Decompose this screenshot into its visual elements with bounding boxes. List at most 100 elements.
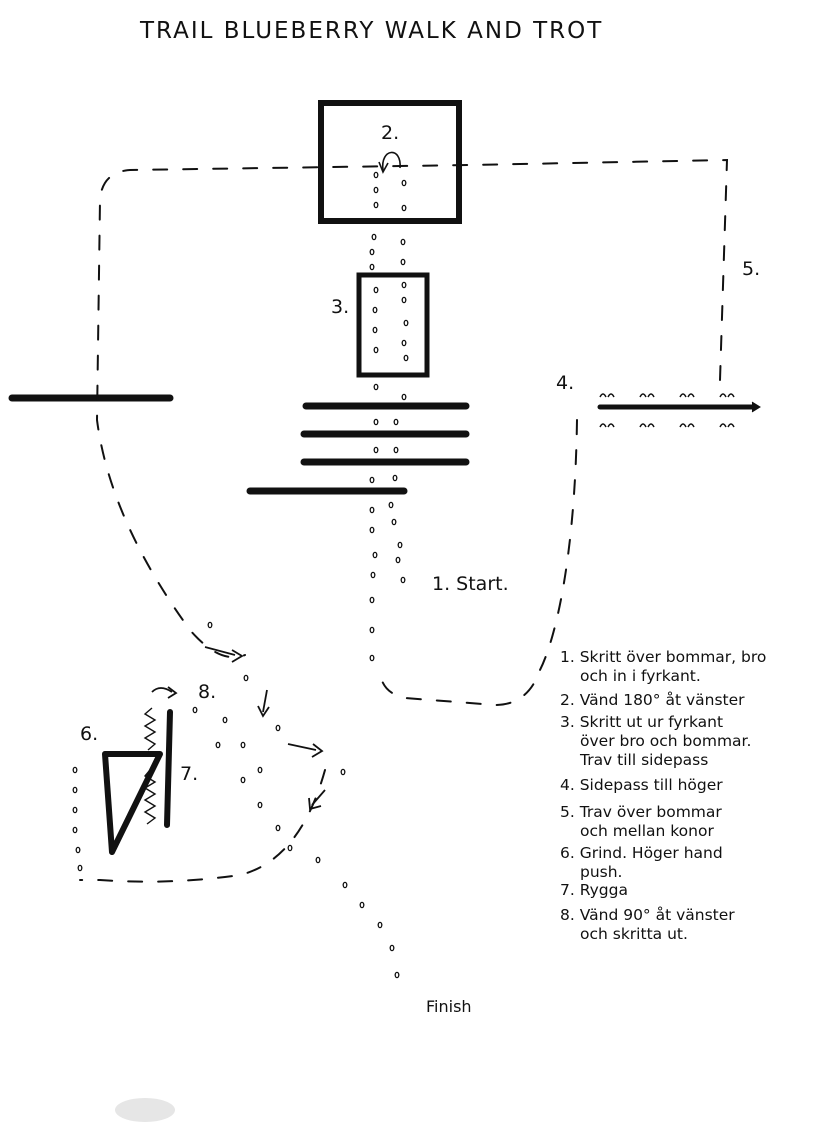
hoofprint-dot (373, 418, 379, 426)
marker-5: 5. (742, 258, 760, 280)
hoofprint-dot (393, 418, 399, 426)
legend-line: 8. Vänd 90° åt vänster (560, 906, 735, 924)
marker-8: 8. (198, 681, 216, 703)
hoofprint-dot (397, 541, 403, 549)
hoofprint-dot (257, 766, 263, 774)
turn-left-arrow-line (151, 687, 173, 693)
turn-arrow-icon-8 (167, 686, 178, 699)
hoofprint-dot (377, 921, 383, 929)
hoofprint-dot (400, 576, 406, 584)
hoofprint-dot (401, 393, 407, 401)
arrow-line-b (287, 743, 317, 751)
hoofprint-dot (391, 518, 397, 526)
hoofprint-dot (369, 506, 375, 514)
hoofprint-dot (370, 571, 376, 579)
hoofprint-dot (240, 776, 246, 784)
hoofprint-dot (373, 346, 379, 354)
hoofprint-dot (215, 741, 221, 749)
hoofprint-dot (257, 801, 263, 809)
legend-line: 2. Vänd 180° åt vänster (560, 691, 745, 709)
legend-line: över bro och bommar. (580, 732, 751, 750)
hoofprint-dot (72, 786, 78, 794)
hoofprint-dot (401, 281, 407, 289)
hoofprint-dot (395, 556, 401, 564)
hoofprint-dot (72, 766, 78, 774)
hoofprint-dot (369, 476, 375, 484)
hoofprint-dot (373, 286, 379, 294)
legend-line: 4. Sidepass till höger (560, 776, 723, 794)
arrow-down-icon (257, 705, 270, 718)
square-box-2 (318, 100, 462, 224)
hoofprint-dot (77, 864, 83, 872)
sidepass-path (379, 419, 578, 707)
hoofprint-dot (372, 306, 378, 314)
gate-6 (102, 751, 163, 855)
legend-line: Trav till sidepass (579, 751, 708, 769)
gate-loop-path (79, 769, 326, 883)
arrow-right-icon-2 (311, 743, 324, 758)
legend-line: 1. Skritt över bommar, bro (560, 648, 766, 666)
legend-line: och in i fyrkant. (580, 667, 701, 685)
hoofprint-dot (389, 944, 395, 952)
legend-line: 6. Grind. Höger hand (560, 844, 723, 862)
hoofprint-dot (393, 446, 399, 454)
hoofprint-dot (369, 248, 375, 256)
marker-1-start: 1. Start. (432, 573, 509, 595)
arrow-line-a (204, 646, 236, 656)
legend-line: och mellan konor (580, 822, 714, 840)
hoofprint-dot (401, 179, 407, 187)
hoofprint-dot (403, 319, 409, 327)
turn-arrow-icon (382, 151, 401, 171)
hoofprint-dot (340, 768, 346, 776)
hoofprint-dot (400, 238, 406, 246)
sidepass-arrow-icon (751, 401, 761, 413)
hoofprint-dot (369, 596, 375, 604)
backup-pole (164, 709, 173, 828)
marker-3: 3. (331, 296, 349, 318)
hoofprint-dot (72, 806, 78, 814)
hoofprint-dot (315, 856, 321, 864)
hoof-marks (599, 393, 735, 428)
zigzag-icon-2 (143, 769, 157, 825)
hoofprint-dot (72, 826, 78, 834)
turn-arrowhead-icon (378, 161, 389, 174)
hoofprint-dot (369, 526, 375, 534)
marker-2: 2. (381, 122, 399, 144)
hoofprint-dot (403, 354, 409, 362)
legend-line: 3. Skritt ut ur fyrkant (560, 713, 723, 731)
hoofprint-dot (243, 674, 249, 682)
hoofprint-dot (369, 263, 375, 271)
hoofprint-dot (373, 383, 379, 391)
trot-path (95, 158, 729, 659)
hoofprint-dot (207, 621, 213, 629)
hoofprint-dot (373, 446, 379, 454)
hoofprint-dot (394, 971, 400, 979)
legend-line: 7. Rygga (560, 881, 628, 899)
hoofprint-dot (401, 204, 407, 212)
hoofprint-dot (192, 706, 198, 714)
paper-smudge (115, 1098, 175, 1122)
hoofprint-dot (287, 844, 293, 852)
hoofprint-dot (373, 201, 379, 209)
zigzag-icon-1 (143, 707, 157, 751)
hoofprint-dots (72, 171, 409, 979)
hoofprint-dot (369, 654, 375, 662)
legend-line: 5. Trav över bommar (560, 803, 722, 821)
legend-line: och skritta ut. (580, 925, 688, 943)
arrow-right-icon (231, 649, 244, 663)
hoofprint-dot (373, 186, 379, 194)
hoofprint-dot (240, 741, 246, 749)
hoofprint-dot (388, 501, 394, 509)
hoofprint-dot (392, 474, 398, 482)
marker-4: 4. (556, 372, 574, 394)
hoofprint-dot (400, 258, 406, 266)
hoofprint-dot (371, 233, 377, 241)
hoofprint-dot (342, 881, 348, 889)
hoofprint-dot (359, 901, 365, 909)
marker-6: 6. (80, 723, 98, 745)
marker-7: 7. (180, 763, 198, 785)
hoofprint-dot (401, 296, 407, 304)
finish-label: Finish (426, 997, 472, 1016)
hoofprint-dot (401, 339, 407, 347)
